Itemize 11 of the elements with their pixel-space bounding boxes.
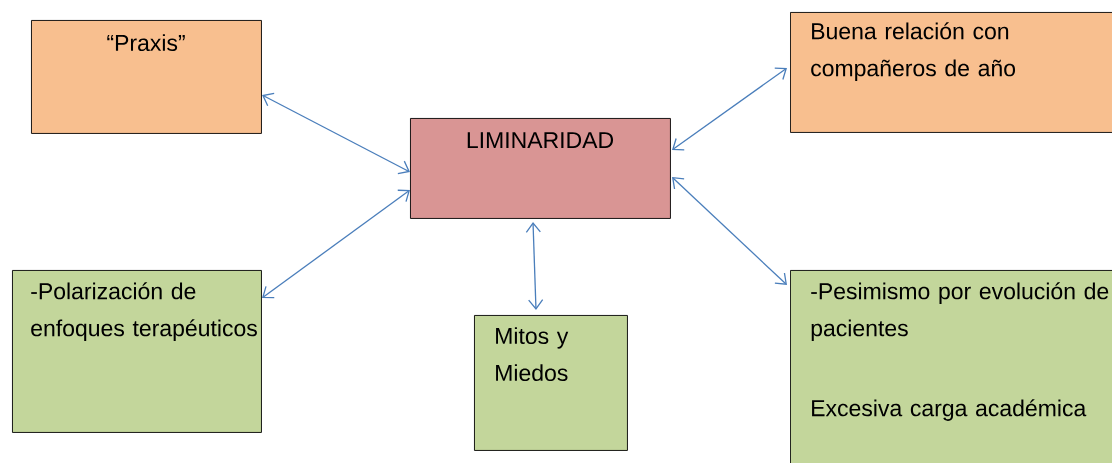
concept-box: -Polarización de enfoques terapéuticos [12,270,262,433]
arrow [672,67,787,151]
concept-box: “Praxis” [31,20,262,134]
arrow [525,222,544,310]
concept-box: -Pesimismo por evolución de pacientes Excesiva carga académica [790,270,1112,463]
arrow [262,189,410,299]
arrow [262,92,410,175]
concept-box: Buena relación con compañeros de año [790,12,1112,133]
concept-box: LIMINARIDAD [410,118,671,219]
concept-box: Mitos y Miedos [474,315,628,451]
arrow [672,177,787,285]
